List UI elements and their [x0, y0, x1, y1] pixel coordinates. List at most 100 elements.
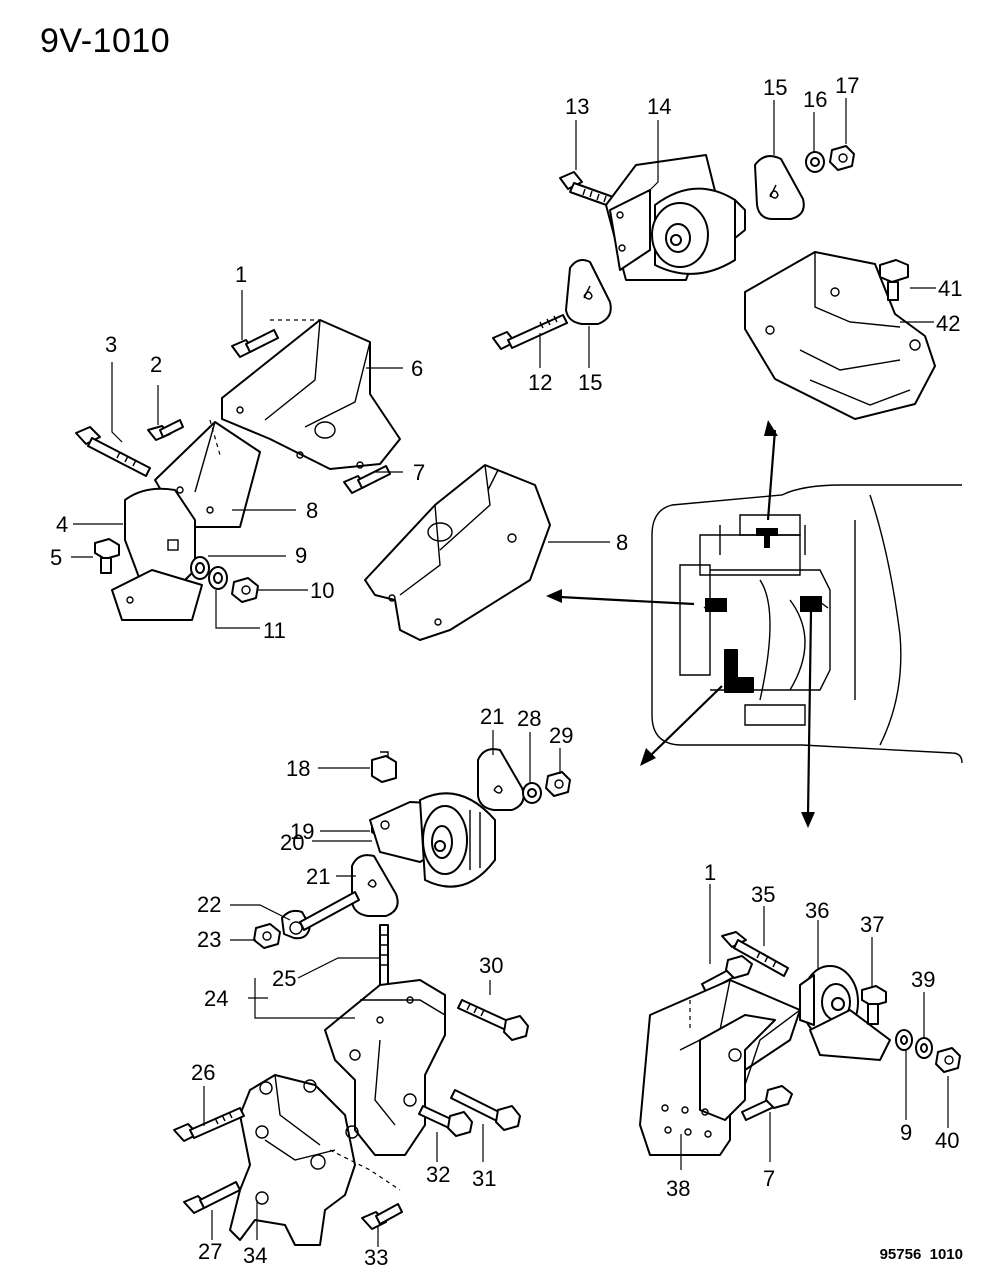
bolt-5	[94, 538, 120, 574]
callout-20: 20	[280, 830, 304, 855]
callout-37: 37	[860, 912, 884, 937]
mount-4	[111, 487, 203, 621]
callout-33: 33	[364, 1245, 388, 1270]
bracket-38	[639, 979, 801, 1156]
bolt-37	[861, 985, 887, 1025]
callout-6: 6	[411, 356, 423, 381]
callout-29: 29	[549, 723, 573, 748]
left-mount-assembly	[71, 290, 403, 629]
washer-9-lower	[895, 1029, 913, 1051]
callout-16: 16	[803, 87, 827, 112]
callout-8: 8	[306, 498, 318, 523]
diagram-code: 9V-1010	[40, 22, 171, 60]
bracket-6	[221, 319, 401, 470]
bolt-2	[147, 419, 184, 441]
callout-5: 5	[50, 545, 62, 570]
bolt-33	[361, 1203, 403, 1230]
nut-23	[253, 923, 281, 949]
nut-18	[371, 751, 397, 783]
callout-15: 15	[578, 370, 602, 395]
callout-9: 9	[295, 543, 307, 568]
bolt-31	[450, 1089, 521, 1131]
callout-25: 25	[272, 966, 296, 991]
right-mount-assembly	[639, 884, 961, 1170]
callout-32: 32	[426, 1162, 450, 1187]
bolt-32	[418, 1105, 473, 1137]
callout-38: 38	[666, 1176, 690, 1201]
bracket-24	[324, 979, 446, 1156]
reference-number: 95756 1010	[879, 1246, 963, 1263]
callout-24: 24	[204, 986, 228, 1011]
plate-15-upper	[754, 155, 805, 220]
callout-17: 17	[835, 73, 859, 98]
washer-16	[805, 151, 825, 173]
center-bracket-8	[364, 464, 610, 641]
callout-28: 28	[517, 706, 541, 731]
vehicle-underbody-outline	[546, 420, 963, 828]
callout-42: 42	[936, 311, 960, 336]
callout-41: 41	[938, 276, 962, 301]
callout-7: 7	[413, 460, 425, 485]
bolt-13	[559, 171, 617, 208]
bolt-30	[457, 999, 529, 1041]
bolt-41	[879, 259, 909, 301]
washer-39	[915, 1037, 933, 1059]
callout-2: 2	[150, 352, 162, 377]
callout-19: 19	[290, 819, 314, 844]
bolt-7-lower	[741, 1085, 793, 1121]
bolt-1	[231, 329, 279, 358]
callout-40: 40	[935, 1128, 959, 1153]
front-mount-assembly	[492, 98, 936, 420]
callout-3: 3	[105, 332, 117, 357]
bolt-22	[281, 891, 360, 940]
plate-21-upper	[477, 748, 525, 811]
nut-29	[545, 771, 571, 797]
callout-21: 21	[480, 704, 504, 729]
washer-11	[208, 566, 228, 590]
callout-26: 26	[191, 1060, 215, 1085]
bolt-26	[173, 1107, 245, 1142]
callout-22: 22	[197, 892, 221, 917]
bolt-3	[75, 426, 151, 477]
callout-27: 27	[198, 1239, 222, 1264]
callout-labels: 13 14 15 16 17 12 15 41 42 1 2 3 6 7 8 4…	[50, 73, 962, 1270]
callout-8: 8	[616, 530, 628, 555]
callout-13: 13	[565, 94, 589, 119]
bracket-34	[229, 1074, 359, 1246]
callout-14: 14	[647, 94, 671, 119]
callout-23: 23	[197, 927, 221, 952]
nut-10	[231, 577, 259, 603]
callout-15: 15	[763, 75, 787, 100]
callout-36: 36	[805, 898, 829, 923]
bolt-7	[343, 465, 391, 494]
callout-10: 10	[310, 578, 334, 603]
bolt-1-lower	[701, 955, 753, 993]
nut-40	[935, 1047, 961, 1073]
callout-9: 9	[900, 1120, 912, 1145]
bolt-12	[492, 314, 568, 350]
mount-36	[799, 965, 891, 1061]
bolt-27	[183, 1181, 241, 1214]
callout-7: 7	[763, 1166, 775, 1191]
bracket-42	[744, 251, 936, 420]
nut-17	[829, 145, 855, 171]
callout-18: 18	[286, 756, 310, 781]
bolt-35	[721, 931, 789, 977]
callout-31: 31	[472, 1166, 496, 1191]
callout-12: 12	[528, 370, 552, 395]
plate-21-lower	[351, 854, 399, 917]
washer-9	[190, 556, 210, 580]
rear-mount-assembly	[173, 730, 571, 1247]
callout-30: 30	[479, 953, 503, 978]
washer-28	[522, 782, 542, 804]
mount-14	[605, 154, 746, 281]
callout-1: 1	[235, 262, 247, 287]
callout-4: 4	[56, 512, 68, 537]
plate-15-lower	[565, 259, 612, 325]
callout-11: 11	[263, 618, 286, 643]
callout-39: 39	[911, 967, 935, 992]
mount-20	[369, 792, 496, 888]
callout-1: 1	[704, 860, 716, 885]
